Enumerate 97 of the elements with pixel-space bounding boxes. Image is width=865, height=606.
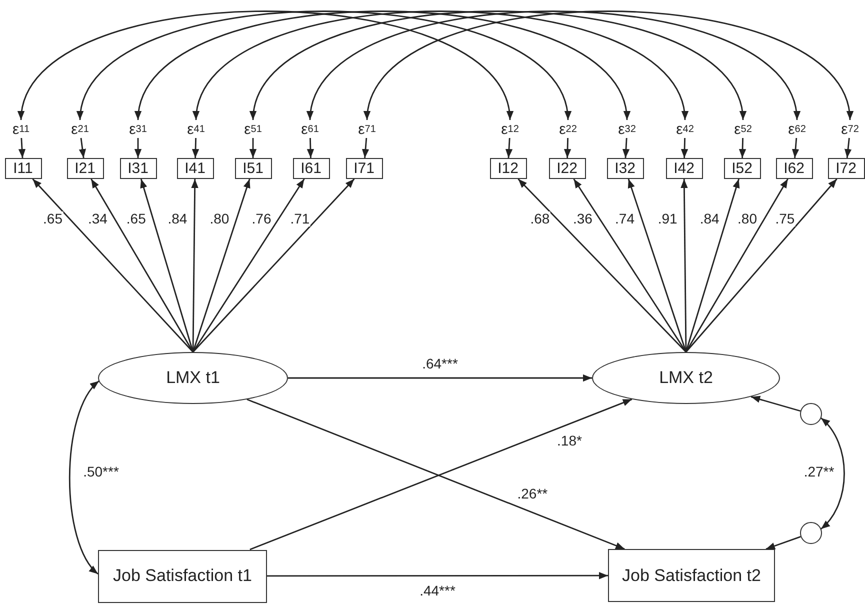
indicator-label: I12 xyxy=(498,160,518,177)
path-arrow xyxy=(685,178,788,352)
path-arrow xyxy=(622,138,630,158)
path-coefficient: .65 xyxy=(125,212,147,226)
path-arrow xyxy=(90,178,194,352)
latent-variable-label: LMX t1 xyxy=(166,368,220,388)
path-coefficient: .84 xyxy=(698,212,720,226)
path-arrow xyxy=(18,138,26,158)
indicator-label: I21 xyxy=(74,160,96,177)
path-arrow xyxy=(191,179,198,352)
indicator-label: I62 xyxy=(784,160,804,177)
indicator-box xyxy=(606,158,644,179)
covariance-arrow xyxy=(820,418,845,530)
indicator-label: I41 xyxy=(184,160,206,177)
latent-variable-label: LMX t2 xyxy=(659,368,713,388)
indicator-label: I61 xyxy=(300,160,322,177)
path-arrow xyxy=(78,138,86,158)
residual-circle xyxy=(800,403,822,425)
indicator-label: I22 xyxy=(556,160,578,177)
indicator-box xyxy=(666,158,702,179)
indicator-box xyxy=(776,158,812,179)
indicator-box xyxy=(176,158,214,179)
path-coefficient: .75 xyxy=(774,212,796,226)
observed-variable-box xyxy=(98,550,267,602)
covariance-arrow xyxy=(195,10,686,120)
path-arrow xyxy=(267,572,608,580)
observed-variable-box xyxy=(608,549,775,602)
path-arrow xyxy=(505,138,513,158)
indicator-label: I32 xyxy=(614,160,636,177)
path-arrow xyxy=(192,178,355,352)
covariance-arrow xyxy=(20,10,511,120)
path-arrow xyxy=(766,536,801,550)
indicator-label: I11 xyxy=(13,160,33,177)
path-coefficient: .36 xyxy=(572,212,594,226)
path-arrow xyxy=(288,374,592,382)
covariance-arrow xyxy=(79,10,569,120)
covariance-arrow xyxy=(309,10,798,120)
indicator-box xyxy=(548,158,586,179)
path-coefficient: .80 xyxy=(208,212,230,226)
indicator-box xyxy=(828,158,864,179)
indicator-box xyxy=(292,158,330,179)
indicator-box xyxy=(4,158,42,179)
observed-variable-label: Job Satisfaction t2 xyxy=(622,566,761,586)
indicator-box xyxy=(120,158,156,179)
path-coefficient: .18* xyxy=(556,434,583,449)
indicator-box xyxy=(234,158,272,179)
indicator-box xyxy=(490,158,526,179)
path-arrow xyxy=(738,138,746,158)
path-arrow xyxy=(750,396,801,412)
path-coefficient: .91 xyxy=(656,212,678,226)
path-arrow xyxy=(685,178,740,352)
path-arrow xyxy=(792,138,800,158)
path-arrow xyxy=(134,138,142,158)
path-arrow xyxy=(192,178,305,352)
path-arrow xyxy=(192,178,250,352)
indicator-box xyxy=(724,158,760,179)
path-arrow xyxy=(192,138,200,158)
path-coefficient: .71 xyxy=(289,212,311,226)
indicator-box xyxy=(346,158,382,179)
path-coefficient: .26** xyxy=(516,486,549,502)
observed-variable-label: Job Satisfaction t1 xyxy=(113,566,252,586)
indicator-label: I52 xyxy=(732,160,752,177)
path-coefficient: .68 xyxy=(529,212,551,226)
path-arrow xyxy=(685,178,838,352)
path-arrow xyxy=(362,138,370,158)
path-coefficient: .50*** xyxy=(82,464,120,480)
path-coefficient: .84 xyxy=(166,212,188,226)
path-arrow xyxy=(680,179,688,352)
path-coefficient: .65 xyxy=(42,212,64,226)
indicator-label: I71 xyxy=(354,160,374,177)
path-arrow xyxy=(140,178,194,352)
covariance-arrow xyxy=(366,10,851,120)
path-coefficient: .80 xyxy=(736,212,758,226)
indicator-label: I72 xyxy=(836,160,856,177)
path-arrow xyxy=(32,178,194,352)
covariance-arrow xyxy=(68,380,100,574)
indicator-label: I42 xyxy=(674,160,694,177)
path-arrow xyxy=(573,178,687,352)
residual-circle xyxy=(800,522,822,544)
path-arrow xyxy=(306,138,314,158)
path-arrow xyxy=(628,178,687,352)
path-coefficient: .44*** xyxy=(418,583,456,598)
indicator-box xyxy=(66,158,104,179)
indicator-label: I31 xyxy=(128,160,148,177)
path-arrow xyxy=(518,178,686,352)
path-coefficient: .64*** xyxy=(421,356,459,372)
path-arrow xyxy=(564,138,572,158)
path-arrow xyxy=(680,138,688,158)
indicator-label: I51 xyxy=(242,160,264,177)
path-coefficient: .34 xyxy=(86,212,108,226)
covariance-arrow xyxy=(252,10,744,120)
path-coefficient: .76 xyxy=(250,212,272,226)
path-arrow xyxy=(844,138,852,158)
path-arrow xyxy=(249,138,257,158)
covariance-arrow xyxy=(137,10,628,120)
path-coefficient: .27** xyxy=(802,464,836,480)
path-coefficient: .74 xyxy=(614,212,636,226)
